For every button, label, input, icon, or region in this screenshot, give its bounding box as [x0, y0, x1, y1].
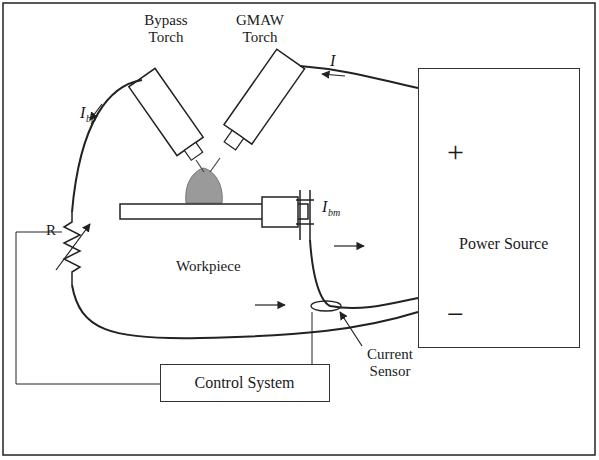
workpiece-label: Workpiece [176, 258, 241, 275]
current-symbol: I [80, 104, 85, 122]
supply-wire [300, 66, 418, 88]
current-arrow [255, 304, 285, 305]
electrode [196, 160, 204, 172]
bypass-torch [129, 68, 210, 165]
terminal-sign: − [447, 297, 464, 330]
torch-label: Bypass Torch [136, 12, 196, 45]
resistor-label: R [46, 222, 56, 239]
current-subscript: bm [328, 207, 340, 218]
signal-wire [16, 232, 160, 384]
control-box: Control System [160, 364, 330, 402]
variable-arrow [56, 224, 90, 270]
gmaw-torch [216, 49, 305, 155]
current-symbol: I [322, 198, 327, 216]
return-wire [72, 285, 418, 338]
electrode [210, 158, 220, 172]
base-wire [310, 240, 418, 308]
box-title: Power Source [459, 235, 548, 253]
frame [3, 3, 595, 455]
current-subscript: bp [86, 113, 96, 124]
weld-pool [186, 168, 223, 203]
bypass-wire [72, 80, 142, 212]
current-arrow [334, 245, 364, 246]
torch-label: GMAW Torch [230, 12, 290, 45]
current-symbol: I [330, 52, 335, 70]
power-source-box: + Power Source − [418, 68, 580, 348]
leader-line [340, 312, 362, 346]
ground-clamp [262, 190, 314, 240]
current-arrow [322, 74, 345, 76]
sensor-label: Current Sensor [360, 346, 420, 379]
signal-wire [312, 312, 313, 364]
box-title: Control System [194, 374, 294, 392]
terminal-sign: + [447, 135, 464, 168]
current-sensor [311, 301, 341, 311]
